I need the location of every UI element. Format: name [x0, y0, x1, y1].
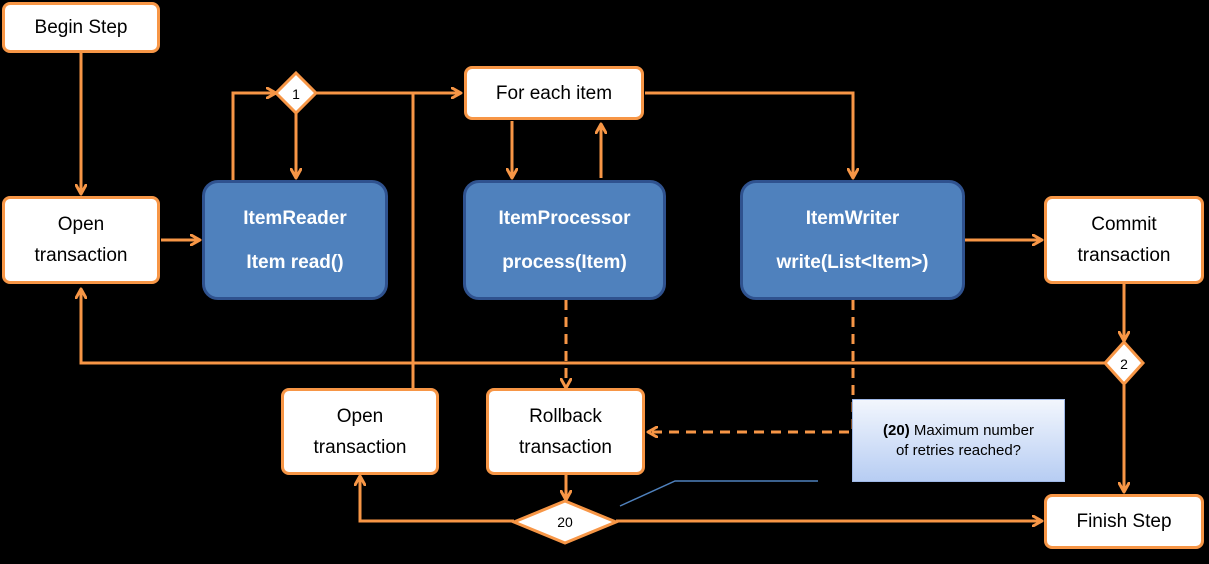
decision-2-diamond [1102, 339, 1146, 387]
open-transaction-retry-node: Open transaction [281, 388, 439, 475]
decision-2-label: 2 [1120, 356, 1128, 372]
open-transaction-label-line2: transaction [34, 245, 128, 266]
retry-note-code: (20) [883, 421, 910, 439]
retry-limit-note: (20) Maximum number of retries reached? [852, 399, 1065, 482]
item-processor-method: process(Item) [502, 252, 627, 273]
retry-note-text-line2: of retries reached? [895, 441, 1022, 459]
open-transaction-retry-label-line2: transaction [313, 436, 407, 458]
finish-step-label: Finish Step [1076, 511, 1172, 532]
finish-step-node: Finish Step [1044, 494, 1204, 549]
rollback-transaction-label-line1: Rollback [529, 405, 602, 427]
rollback-transaction-label-line2: transaction [519, 436, 612, 458]
item-processor-box: ItemProcessor process(Item) [463, 180, 666, 300]
item-processor-title: ItemProcessor [498, 208, 631, 229]
item-writer-method: write(List<Item>) [776, 252, 929, 273]
open-transaction-label-line1: Open [57, 214, 105, 235]
begin-step-label: Begin Step [34, 17, 128, 38]
arrow-writer-to-rollback [648, 300, 855, 432]
for-each-item-label: For each item [495, 82, 613, 104]
item-writer-title: ItemWriter [805, 208, 900, 229]
commit-transaction-node: Commit transaction [1044, 196, 1204, 284]
arrow-d20-to-open2 [360, 476, 514, 523]
arrow-d2-to-open [81, 289, 1105, 365]
begin-step-node: Begin Step [2, 2, 160, 53]
decision-1-diamond [273, 70, 319, 116]
for-each-item-node: For each item [464, 66, 644, 120]
commit-transaction-label-line2: transaction [1077, 245, 1171, 266]
decision-20-diamond [510, 499, 620, 545]
open-transaction-retry-label-line1: Open [336, 405, 384, 427]
commit-transaction-label-line1: Commit [1091, 214, 1157, 235]
decision-20-label: 20 [557, 514, 573, 530]
arrow-reader-to-d1 [231, 93, 276, 180]
open-transaction-node: Open transaction [2, 196, 160, 284]
decision-1-label: 1 [292, 86, 300, 102]
item-reader-box: ItemReader Item read() [202, 180, 388, 300]
note-callout-line [619, 480, 818, 507]
item-reader-method: Item read() [246, 252, 344, 273]
arrow-foreach-to-writer [645, 91, 853, 178]
retry-note-text-line1: Maximum number [913, 421, 1034, 439]
rollback-transaction-node: Rollback transaction [486, 388, 645, 475]
item-writer-box: ItemWriter write(List<Item>) [740, 180, 965, 300]
item-reader-title: ItemReader [243, 208, 347, 229]
